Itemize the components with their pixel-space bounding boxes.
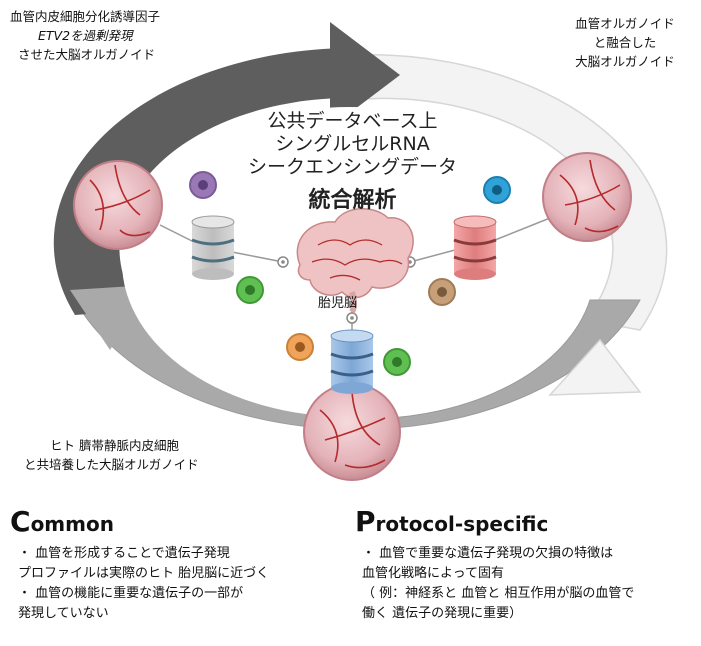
bullet-line: ・ 血管で重要な遺伝子発現の欠損の特徴は	[362, 546, 614, 561]
label-line: 血管内皮細胞分化誘導因子	[10, 9, 161, 24]
center-title: 公共データベース上 シングルセルRNA シークエンシングデータ	[230, 110, 475, 179]
organoid-bottom	[303, 383, 401, 481]
label-line: ETV2を過剰発現	[38, 28, 133, 43]
common-heading-cap: C	[10, 505, 31, 538]
label-line: 大脳オルガノイド	[575, 54, 675, 69]
center-title-line: 公共データベース上	[267, 110, 438, 132]
bullet-line: （ 例：神経系と 血管と 相互作用が脳の血管で	[362, 586, 635, 601]
organoid-right	[542, 152, 632, 242]
organoid-left	[73, 160, 163, 250]
integrated-analysis-label: 統合解析	[308, 188, 397, 213]
protocol-bullets: ・ 血管で重要な遺伝子発現の欠損の特徴は 血管化戦略によって固有 （ 例：神経系…	[362, 544, 634, 624]
protocol-heading-rest: rotocol-specific	[375, 512, 549, 536]
database-gray	[191, 215, 235, 280]
center-title-line: シングルセルRNA	[275, 133, 430, 155]
bullet-line: 血管化戦略によって固有	[362, 566, 504, 581]
cycle-diagram	[53, 22, 668, 481]
label-etv2-organoid: 血管内皮細胞分化誘導因子 ETV2を過剰発現 させた大脳オルガノイド	[10, 7, 160, 64]
label-huvec-coculture-organoid: ヒト 臍帯静脈内皮細胞 と共培養した大脳オルガノイド	[24, 436, 199, 474]
label-line: と共培養した大脳オルガノイド	[24, 457, 199, 472]
cells	[189, 171, 511, 376]
label-line: 血管オルガノイド	[575, 16, 675, 31]
label-line: と融合した	[593, 35, 657, 50]
fetal-brain-label: 胎児脳	[318, 296, 358, 311]
common-heading-rest: ommon	[30, 512, 114, 536]
bullet-line: 働く 遺伝子の発現に重要）	[362, 606, 523, 621]
bullet-line: ・ 血管を形成することで遺伝子発現	[18, 546, 230, 561]
database-blue	[330, 329, 374, 394]
label-vascular-fusion-organoid: 血管オルガノイド と融合した 大脳オルガノイド	[560, 14, 690, 71]
center-title-line: シークエンシングデータ	[247, 156, 457, 178]
database-red	[453, 215, 497, 280]
common-bullets: ・ 血管を形成することで遺伝子発現 プロファイルは実際のヒト 胎児脳に近づく ・…	[18, 544, 269, 624]
bullet-line: 発現していない	[18, 606, 109, 621]
bullet-line: プロファイルは実際のヒト 胎児脳に近づく	[18, 566, 270, 581]
protocol-heading-cap: P	[355, 505, 376, 538]
common-heading: Common	[10, 505, 114, 538]
brain-illustration	[296, 207, 414, 314]
bullet-line: ・ 血管の機能に重要な遺伝子の一部が	[18, 586, 244, 601]
protocol-specific-heading: Protocol-specific	[355, 505, 548, 538]
label-line: ヒト 臍帯静脈内皮細胞	[50, 438, 179, 453]
label-line: させた大脳オルガノイド	[18, 47, 156, 62]
